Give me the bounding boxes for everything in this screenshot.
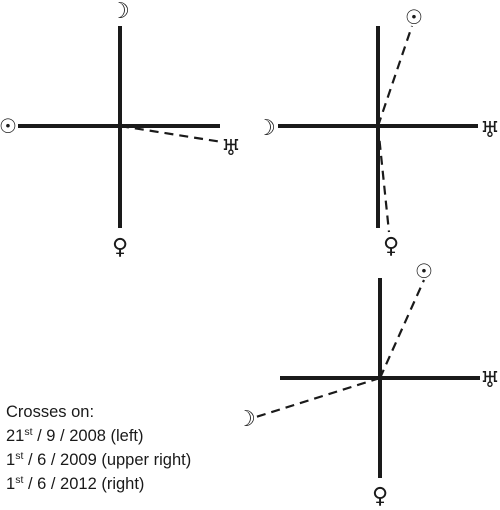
- cross-right-dashed-line-up: [378, 279, 426, 379]
- moon-icon: ☽: [236, 407, 256, 432]
- cross-upper-right: [278, 25, 478, 233]
- caption-line-left: 21st / 9 / 2008 (left): [6, 426, 144, 445]
- sun-icon: ☉: [0, 114, 17, 138]
- uranus-icon: ♅: [480, 118, 500, 143]
- caption: Crosses on: 21st / 9 / 2008 (left) 1st /…: [6, 400, 191, 496]
- uranus-icon: ♅: [480, 368, 500, 393]
- uranus-icon: ♅: [221, 136, 241, 161]
- venus-icon: ♀: [383, 234, 399, 259]
- caption-heading: Crosses on:: [6, 403, 95, 421]
- sun-icon: ☉: [415, 259, 433, 283]
- venus-icon: ♀: [372, 484, 388, 509]
- cross-upper-right-dashed-line-down: [376, 125, 391, 233]
- moon-icon: ☽: [256, 116, 276, 141]
- sun-icon: ☉: [405, 5, 423, 29]
- venus-icon: ♀: [112, 235, 128, 260]
- cross-right-dashed-line-down: [255, 376, 381, 419]
- cross-left: [18, 26, 223, 228]
- caption-line-right: 1st / 6 / 2012 (right): [6, 474, 145, 493]
- cross-right: [255, 278, 480, 478]
- caption-line-upper-right: 1st / 6 / 2009 (upper right): [6, 450, 192, 469]
- cross-left-dashed-line: [119, 124, 223, 144]
- moon-icon: ☽: [110, 0, 130, 24]
- cross-upper-right-dashed-line-up: [376, 25, 414, 127]
